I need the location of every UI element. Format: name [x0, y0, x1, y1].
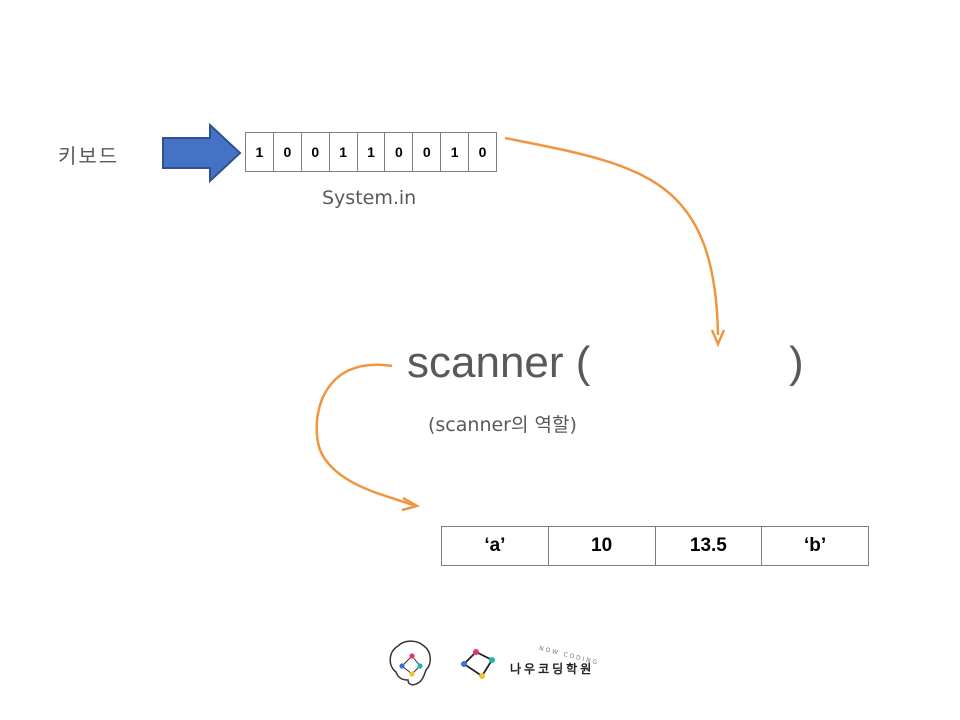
- system-in-label: System.in: [322, 187, 417, 209]
- scanner-to-values-arrowhead: [401, 496, 421, 512]
- bit-cell: 1: [441, 133, 470, 171]
- scanner-title: scanner (: [407, 338, 591, 387]
- keyboard-label: 키보드: [58, 144, 120, 168]
- bit-cell: 0: [469, 133, 498, 171]
- bit-cell: 0: [413, 133, 442, 171]
- stream-to-scanner-arrowhead: [710, 329, 726, 348]
- parsed-values-table: ‘a’ 10 13.5 ‘b’: [441, 526, 869, 566]
- bit-cell: 0: [274, 133, 302, 171]
- academy-name: 나우코딩학원: [510, 662, 595, 676]
- scanner-close-paren: ): [789, 338, 804, 387]
- bit-cell: 0: [385, 133, 414, 171]
- value-cell: ‘b’: [804, 535, 827, 556]
- bit-stream: 1 0 0 1 1 0 0 1 0: [245, 132, 498, 172]
- value-cell: 10: [549, 527, 656, 565]
- scanner-role-caption: (scanner의 역할): [428, 414, 577, 436]
- node-logo-icon: [461, 649, 495, 679]
- bit-cell: 1: [246, 133, 274, 171]
- brain-logo-icon: [389, 640, 431, 686]
- bit-cell: 1: [358, 133, 386, 171]
- bit-cell: 0: [302, 133, 330, 171]
- value-cell: ‘a’: [442, 527, 549, 565]
- stream-to-scanner-arrow: [504, 136, 720, 336]
- bit-cell: 1: [330, 133, 358, 171]
- input-arrow-icon: [162, 122, 242, 184]
- value-cell: 13.5: [656, 527, 763, 565]
- scanner-to-values-arrow: [315, 363, 414, 507]
